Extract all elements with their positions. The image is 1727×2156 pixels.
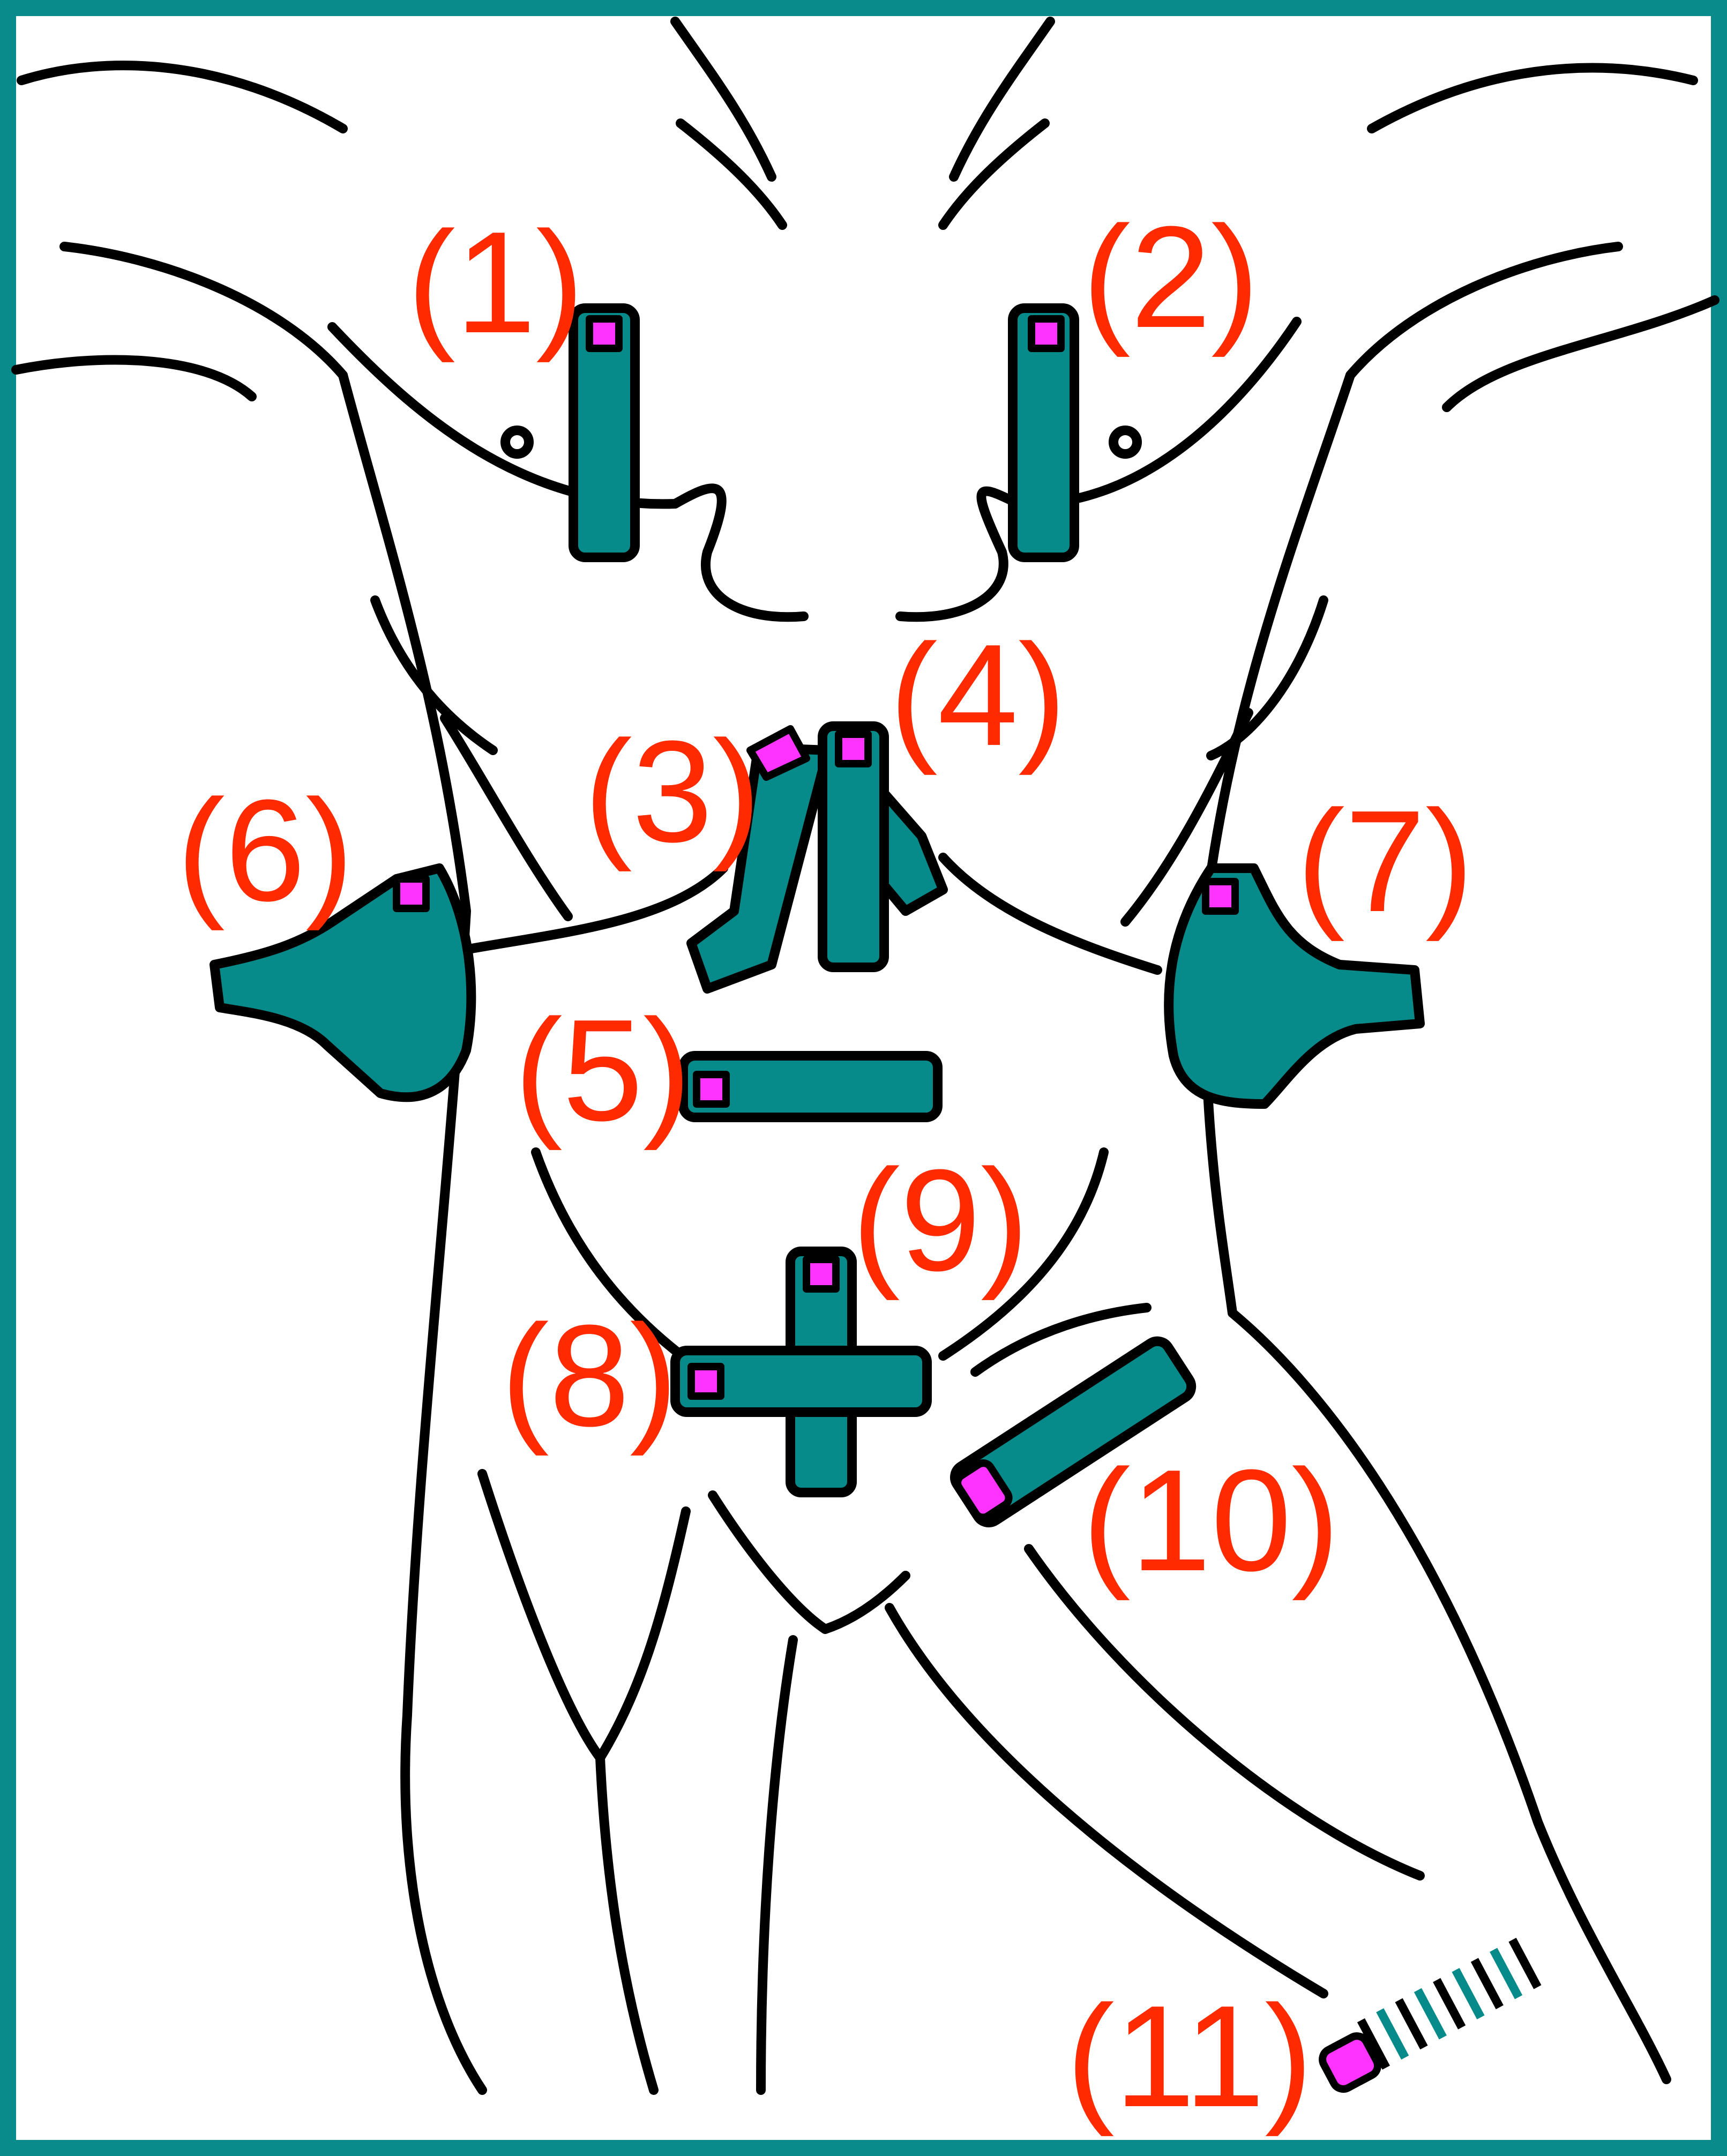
center-leg-line — [761, 1640, 793, 2090]
label-10: (10) — [1082, 1440, 1340, 1602]
label-4: (4) — [889, 615, 1066, 777]
left-leg-inner — [482, 1474, 654, 2090]
left-pectoral — [332, 327, 804, 617]
label-6: (6) — [177, 770, 354, 932]
left-leg-outer — [600, 1511, 686, 1758]
torso-left-side — [343, 375, 482, 2090]
sensor-6-tip — [397, 879, 426, 908]
sensor-11[interactable] — [1314, 1930, 1557, 2093]
left-forearm-outline — [16, 360, 252, 397]
label-9: (9) — [852, 1140, 1029, 1302]
sensor-7-tip — [1206, 882, 1235, 911]
left-nipple — [505, 430, 529, 454]
sensor-2[interactable] — [1013, 308, 1074, 557]
right-arm-upper-outline — [1372, 68, 1693, 129]
sensor-4-tip — [839, 734, 868, 764]
sensor-5[interactable] — [683, 1056, 938, 1117]
label-1: (1) — [407, 202, 584, 364]
right-arm-lower-outline — [1350, 247, 1618, 375]
torso-right-side — [1205, 375, 1666, 2079]
sensor-8[interactable] — [675, 1351, 927, 1412]
label-2: (2) — [1082, 197, 1259, 359]
right-forearm-outline — [1447, 300, 1715, 407]
label-3: (3) — [584, 711, 761, 873]
label-7: (7) — [1297, 781, 1474, 943]
right-nipple — [1113, 430, 1137, 454]
left-arm-upper-outline — [21, 65, 343, 129]
label-8: (8) — [501, 1295, 678, 1457]
lower-chest-left — [472, 868, 723, 949]
sensor-1-tip — [589, 319, 619, 348]
lower-chest-right — [943, 857, 1157, 970]
sensor-8-tip — [691, 1367, 721, 1396]
label-5: (5) — [514, 990, 691, 1152]
right-thigh-outer — [889, 1608, 1324, 1994]
sensor-9-tip — [806, 1259, 836, 1289]
sensor-2-tip — [1031, 319, 1061, 348]
pelvis-left — [713, 1495, 906, 1629]
label-11: (11) — [1066, 1976, 1313, 2138]
sensor-5-tip — [697, 1075, 726, 1104]
right-pectoral — [900, 322, 1297, 617]
